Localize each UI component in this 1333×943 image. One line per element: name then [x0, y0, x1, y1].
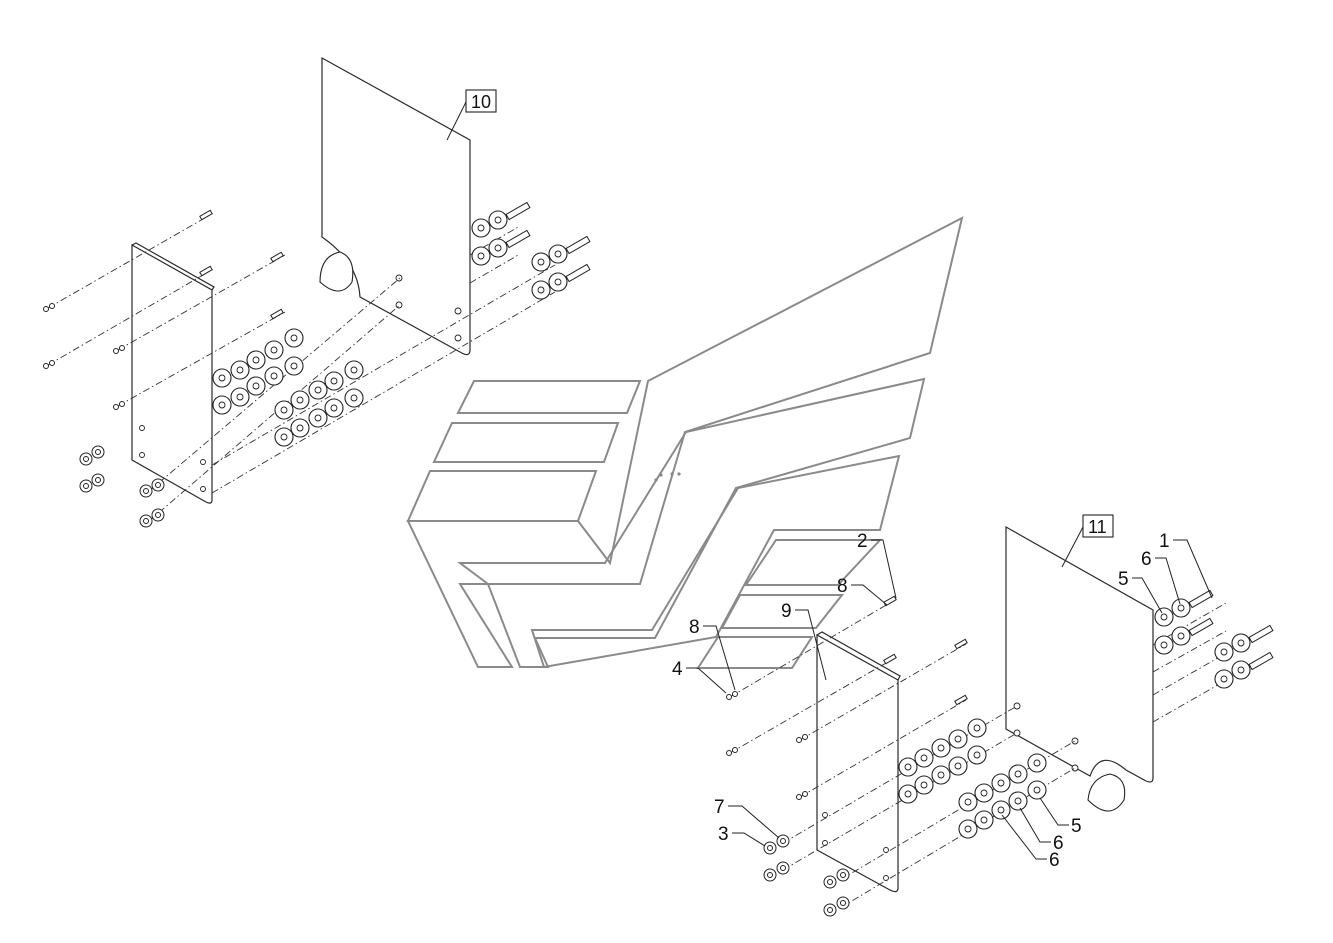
nut-stacks-right-bottom [763, 834, 850, 917]
bolt-stacks-panel-10 [471, 201, 591, 300]
callout-8b: 8 [689, 617, 736, 691]
panel-11 [1005, 525, 1154, 812]
callout-8a-label: 8 [837, 576, 848, 597]
callout-3: 3 [718, 824, 766, 847]
panel-10 [319, 56, 471, 356]
callout-6a-label: 6 [1141, 549, 1152, 570]
callout-10-label: 10 [471, 92, 491, 112]
callout-3-label: 3 [718, 824, 729, 845]
callout-5b-label: 5 [1071, 816, 1082, 837]
callout-6b: 6 [1019, 807, 1064, 854]
callout-5b: 5 [1039, 797, 1082, 837]
callout-6c: 6 [1001, 814, 1060, 871]
callout-6c-label: 6 [1049, 850, 1060, 871]
callout-8b-label: 8 [689, 617, 700, 638]
callout-11-label: 11 [1088, 517, 1107, 537]
callout-6a: 6 [1141, 549, 1181, 605]
callout-1: 1 [1159, 531, 1213, 599]
callout-7-label: 7 [714, 797, 725, 818]
callout-11: 11 [1061, 514, 1114, 568]
mounting-plate-left [131, 242, 215, 504]
callout-6b-label: 6 [1053, 833, 1064, 854]
callout-1-label: 1 [1159, 531, 1170, 552]
callout-9-label: 9 [781, 601, 792, 622]
callout-7: 7 [714, 797, 780, 839]
mounting-plate-right [816, 631, 901, 893]
callout-8a: 8 [837, 576, 888, 606]
nut-stacks-left-bottom [79, 445, 165, 528]
callout-2: 2 [857, 531, 897, 599]
callout-5a-label: 5 [1118, 569, 1129, 590]
bolt-stacks-panel-11 [1154, 589, 1274, 689]
callout-5a: 5 [1118, 569, 1163, 614]
washer-stacks-right [898, 718, 1047, 839]
callout-4: 4 [672, 659, 727, 694]
callout-9: 9 [781, 601, 827, 681]
small-nuts-left [43, 209, 284, 410]
callout-4-label: 4 [672, 659, 683, 680]
washer-stacks-left [212, 328, 364, 447]
small-nuts-right [726, 595, 968, 800]
callout-2-label: 2 [857, 531, 868, 552]
callout-10: 10 [446, 89, 497, 141]
brand-logo-outline [406, 216, 964, 669]
